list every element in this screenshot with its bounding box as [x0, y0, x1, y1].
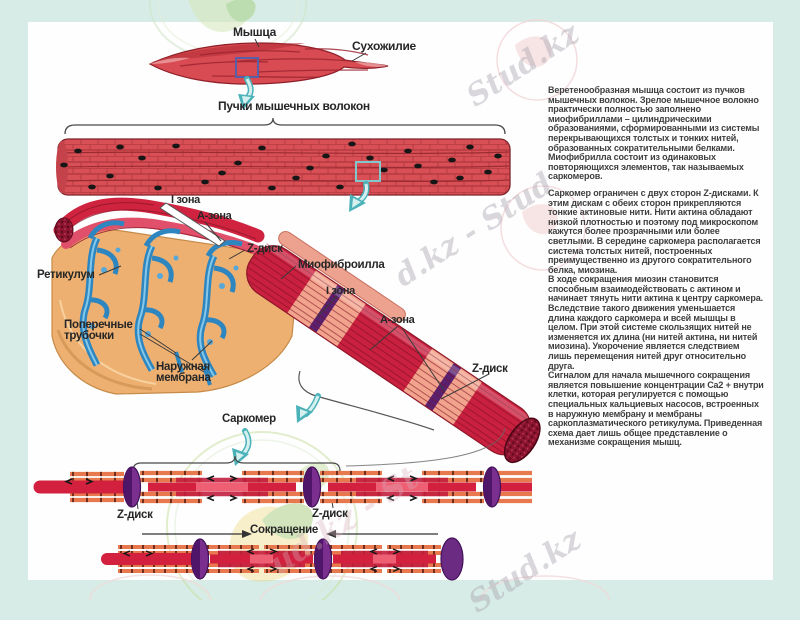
cyan-arrows [232, 393, 321, 466]
label-outer-membrane: Наружная мембрана [156, 361, 211, 384]
fiber-bundle-illustration [56, 117, 511, 212]
label-a-zone-1: А-зона [197, 210, 232, 222]
label-myofibril: Миофиброилла [298, 259, 385, 271]
label-i-zone-2: I зона [326, 285, 355, 297]
slide: Stud.kz d.kz - Stud ud.kz - St Stud.kz М… [28, 0, 773, 620]
bottom-strip-decor [89, 574, 610, 600]
label-i-zone-1: I зона [171, 194, 200, 206]
label-reticulum: Ретикулум [37, 269, 95, 281]
paragraph-sarcomere-structure: Саркомер ограничен с двух сторон Z-диска… [548, 187, 761, 275]
sarcomere-chain-contracted [101, 537, 464, 581]
label-tendon: Сухожилие [352, 39, 416, 53]
myofibril-cylinder-illustration [246, 230, 541, 464]
paragraph-spindle-muscle: Веретенообразная мышца состоит из пучков… [548, 85, 760, 182]
sarcomere-chain-relaxed [33, 466, 532, 508]
sarcomere-brace [132, 455, 341, 472]
paragraph-sliding-filaments: В ходе сокращения миозин становится спос… [548, 274, 763, 371]
watermark-logo-right [496, 19, 586, 271]
diagram-artwork [33, 0, 610, 600]
label-muscle: Мышца [233, 25, 276, 39]
contraction-arrows [142, 530, 438, 538]
label-contraction: Сокращение [250, 524, 319, 536]
paragraph-calcium-signal: Сигналом для начала мышечного сокращения… [548, 370, 764, 448]
label-z-disc-4: Z-диск [312, 508, 348, 520]
label-sarcomere: Саркомер [222, 413, 276, 425]
label-fiber-bundles: Пучки мышечных волокон [218, 99, 370, 113]
label-z-disc-3: Z-диск [117, 509, 153, 521]
label-transverse-tubules: Поперечные трубочки [64, 319, 133, 342]
article-text: Веретенообразная мышца состоит из пучков… [548, 85, 764, 448]
label-z-disc-1: Z-диск [247, 243, 283, 255]
label-a-zone-2: А-зона [380, 314, 415, 326]
callout-lines [98, 202, 506, 510]
label-z-disc-2: Z-диск [472, 363, 508, 375]
muscle-illustration [148, 38, 389, 110]
